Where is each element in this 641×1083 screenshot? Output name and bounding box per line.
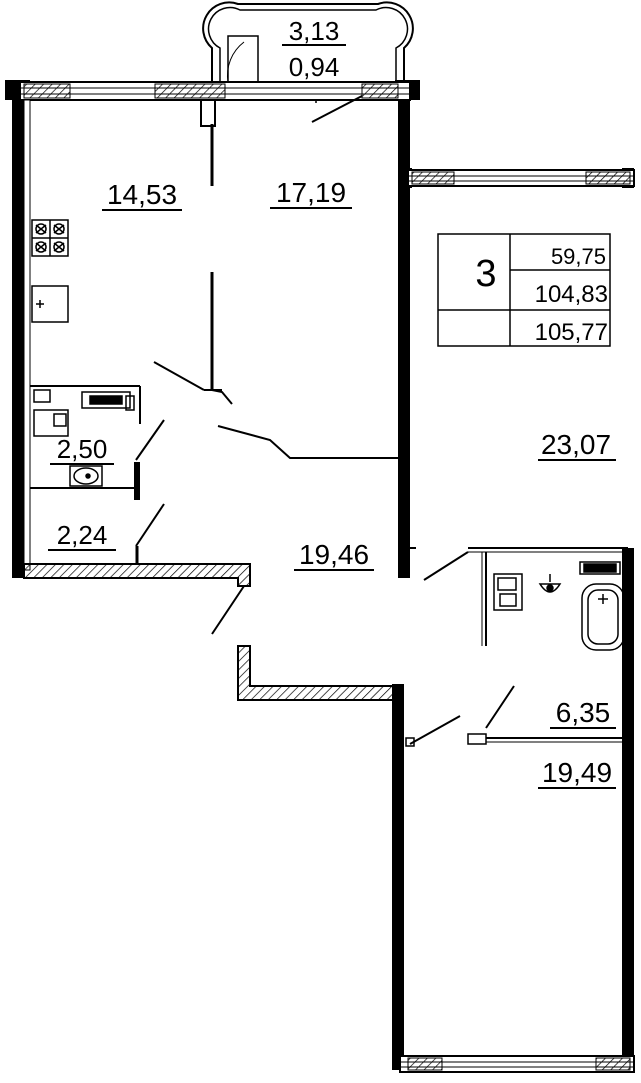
total-area-value: 104,83 — [535, 281, 608, 308]
door-swings — [135, 95, 515, 745]
bathroom-right-area-label: 6,35 — [556, 697, 611, 728]
balcony-area-top: 3,13 — [289, 16, 340, 46]
window-bottom-wall — [399, 1055, 635, 1073]
washing-machine-icon — [33, 389, 69, 437]
kitchen-sink-icon — [31, 285, 69, 323]
living-area-value: 59,75 — [551, 244, 606, 269]
balcony-area-bottom: 0,94 — [289, 52, 340, 82]
bathroom-left-area-label: 2,50 — [57, 434, 108, 464]
interior-partitions — [30, 124, 628, 747]
window-top-wall — [19, 81, 411, 127]
stove-icon — [31, 219, 69, 257]
toilet-sink-icon — [69, 465, 103, 487]
total-with-balcony-value: 105,77 — [535, 319, 608, 346]
bathroom-fixtures-icon — [493, 561, 625, 651]
rooms-count: 3 — [475, 253, 496, 295]
radiator-icon — [81, 391, 135, 411]
kitchen-area-label: 14,53 — [107, 179, 177, 210]
bedroom-right-area-label: 23,07 — [541, 429, 611, 460]
living-room-area-label: 17,19 — [276, 177, 346, 208]
window-right-top-wall — [407, 169, 635, 187]
summary-table — [437, 233, 611, 347]
left-wall-inner — [23, 99, 31, 571]
bearing-walls — [23, 563, 397, 701]
bedroom-bottom-area-label: 19,49 — [542, 757, 612, 788]
toilet-area-label: 2,24 — [57, 520, 108, 550]
hallway-area-label: 19,46 — [299, 539, 369, 570]
